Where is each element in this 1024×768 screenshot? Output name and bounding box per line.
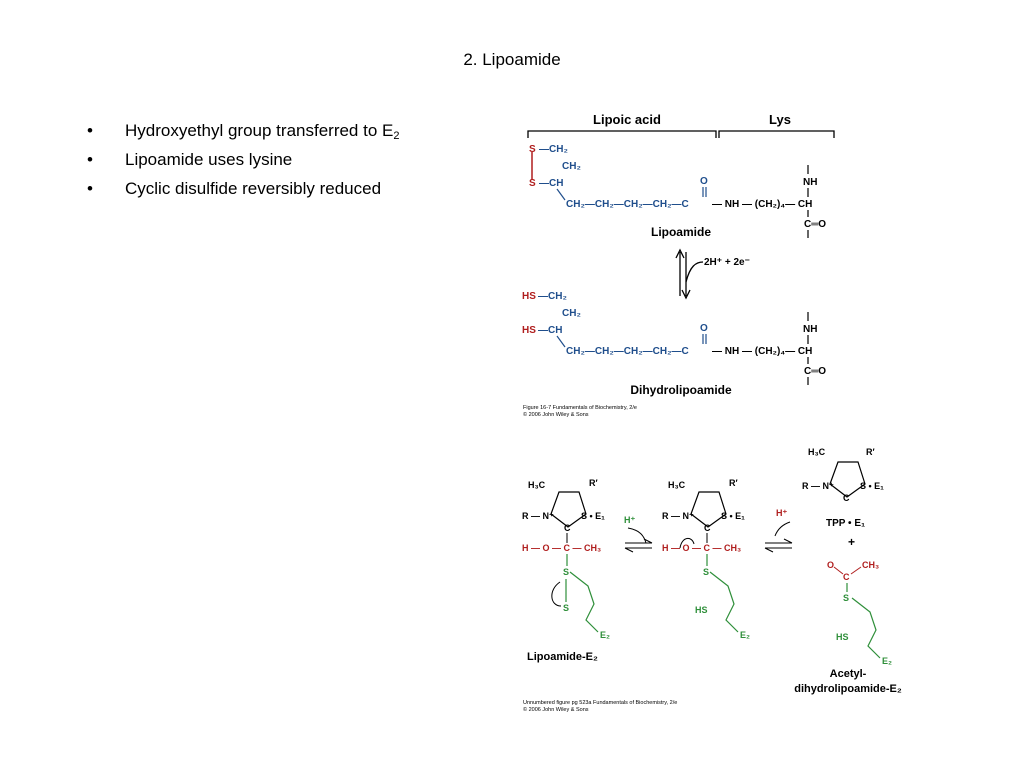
acetyl-label: Acetyl-	[830, 668, 867, 680]
svg-text:E₂: E₂	[740, 630, 750, 640]
figure2-caption: Unnumbered figure pg 523a Fundamentals o…	[523, 700, 677, 706]
svg-text:S: S	[843, 593, 849, 603]
svg-text:S: S	[563, 567, 569, 577]
bullet-item: • Cyclic disulfide reversibly reduced	[80, 174, 480, 203]
lys-brace	[718, 130, 835, 138]
bullet-text: Hydroxyethyl group transferred to E	[125, 121, 394, 140]
dihydrolipoamide-name: Dihydrolipoamide	[630, 383, 732, 397]
svg-text:CH₂: CH₂	[562, 161, 581, 172]
lys-label: Lys	[769, 112, 791, 127]
bullet-dot: •	[87, 150, 93, 169]
dihydrolipoamide-structure: HS—CH₂ CH₂ HS—CH CH₂—CH₂—CH₂—CH₂—C O — N…	[522, 291, 826, 385]
svg-text:R — N⁺: R — N⁺	[522, 511, 554, 521]
svg-text:H₃C: H₃C	[528, 480, 546, 490]
bullet-dot: •	[87, 179, 93, 198]
svg-text:C: C	[704, 523, 711, 533]
svg-text:S • E₁: S • E₁	[581, 511, 605, 521]
bullet-list: • Hydroxyethyl group transferred to E2 • L…	[80, 116, 480, 203]
slide-title: 2. Lipoamide	[463, 50, 561, 69]
tpp-e1-label: TPP • E₁	[826, 518, 865, 529]
svg-text:HS: HS	[836, 632, 849, 642]
lipoamide-figure: Lipoic acid Lys S—CH₂ CH₂ S—CH CH₂—CH₂—C…	[522, 112, 835, 418]
bullet-dot: •	[87, 121, 93, 140]
svg-text:O: O	[700, 323, 708, 334]
svg-text:S • E₁: S • E₁	[860, 481, 884, 491]
svg-text:—CH₂: —CH₂	[538, 291, 567, 302]
svg-text:C═O: C═O	[804, 366, 826, 377]
svg-text:HS: HS	[522, 291, 536, 302]
svg-text:S: S	[703, 567, 709, 577]
mechanism-panel-b: H₃C R′ R — N⁺ S • E₁ C H — O — C — CH₃ S H…	[662, 478, 750, 640]
svg-text:R — N⁺: R — N⁺	[662, 511, 694, 521]
bullet-subscript: 2	[393, 130, 400, 142]
dihydrolipoamide-e2-label: dihydrolipoamide-E₂	[794, 683, 902, 695]
svg-text:CH₂: CH₂	[562, 308, 581, 319]
svg-text:— NH — (CH₂)₄— CH: — NH — (CH₂)₄— CH	[712, 346, 812, 357]
mechanism-figure: H₃C R′ R — N⁺ S • E₁ C H — O — C — CH₃ S S…	[522, 447, 902, 713]
svg-text:C: C	[843, 572, 850, 582]
bullet-item: • Hydroxyethyl group transferred to E2	[80, 116, 480, 145]
svg-text:—CH: —CH	[539, 178, 563, 189]
bullet-item: • Lipoamide uses lysine	[80, 145, 480, 174]
lipoamide-name: Lipoamide	[651, 225, 711, 239]
svg-text:NH: NH	[803, 324, 817, 335]
svg-text:CH₃: CH₃	[862, 560, 879, 570]
lipoamide-e2-label: Lipoamide-E₂	[527, 651, 598, 663]
svg-text:S: S	[529, 178, 536, 189]
svg-text:R′: R′	[866, 447, 875, 457]
svg-text:S • E₁: S • E₁	[721, 511, 745, 521]
svg-text:O: O	[700, 176, 708, 187]
proton-label: H⁺	[624, 515, 635, 525]
lipoamide-structure: S—CH₂ CH₂ S—CH CH₂—CH₂—CH₂—CH₂—C O — NH …	[529, 144, 826, 238]
plus-sign: +	[848, 535, 855, 549]
svg-text:C: C	[843, 493, 850, 503]
mechanism-panel-a: H₃C R′ R — N⁺ S • E₁ C H — O — C — CH₃ S S…	[522, 478, 610, 640]
svg-text:C═O: C═O	[804, 219, 826, 230]
bullet-text: Cyclic disulfide reversibly reduced	[125, 179, 382, 198]
svg-text:CH₂—CH₂—CH₂—CH₂—C: CH₂—CH₂—CH₂—CH₂—C	[566, 199, 689, 210]
svg-text:C: C	[564, 523, 571, 533]
electron-reaction-label: 2H⁺ + 2e⁻	[704, 257, 750, 268]
svg-text:H₃C: H₃C	[808, 447, 826, 457]
svg-text:—CH: —CH	[538, 325, 562, 336]
lipoic-acid-label: Lipoic acid	[593, 112, 661, 127]
svg-text:R′: R′	[589, 478, 598, 488]
svg-text:S: S	[563, 603, 569, 613]
svg-text:H₃C: H₃C	[668, 480, 686, 490]
svg-text:H — O — C — CH₃: H — O — C — CH₃	[522, 543, 601, 553]
svg-text:—CH₂: —CH₂	[539, 144, 568, 155]
svg-text:E₂: E₂	[882, 656, 892, 666]
svg-text:CH₂—CH₂—CH₂—CH₂—C: CH₂—CH₂—CH₂—CH₂—C	[566, 346, 689, 357]
svg-text:R′: R′	[729, 478, 738, 488]
bullet-text: Lipoamide uses lysine	[125, 150, 293, 169]
svg-text:HS: HS	[522, 325, 536, 336]
figure-caption: Figure 16-7 Fundamentals of Biochemistry…	[523, 405, 637, 411]
svg-text:HS: HS	[695, 605, 708, 615]
svg-text:R — N⁺: R — N⁺	[802, 481, 834, 491]
figure2-copyright: © 2006 John Wiley & Sons	[523, 706, 589, 713]
svg-text:E₂: E₂	[600, 630, 610, 640]
svg-text:NH: NH	[803, 177, 817, 188]
svg-text:O: O	[827, 560, 834, 570]
svg-text:S: S	[529, 144, 536, 155]
lipoic-acid-brace	[527, 130, 717, 138]
svg-text:— NH — (CH₂)₄— CH: — NH — (CH₂)₄— CH	[712, 199, 812, 210]
equilibrium-arrows	[675, 248, 704, 300]
svg-text:H — O — C — CH₃: H — O — C — CH₃	[662, 543, 741, 553]
proton-label-2: H⁺	[776, 508, 787, 518]
figure-copyright: © 2006 John Wiley & Sons	[523, 411, 589, 418]
mechanism-panel-c: H₃C R′ R — N⁺ S • E₁ C + O C CH₃ S HS E₂	[802, 447, 892, 666]
